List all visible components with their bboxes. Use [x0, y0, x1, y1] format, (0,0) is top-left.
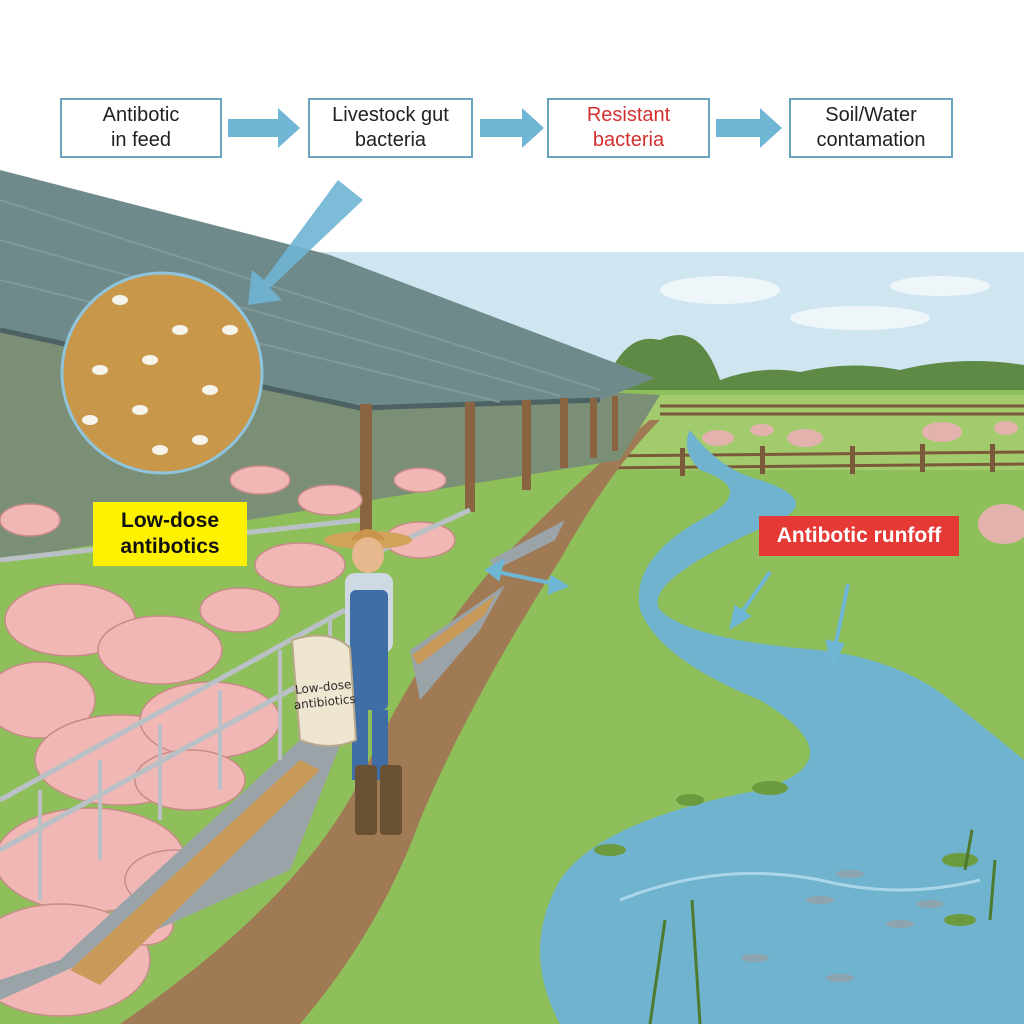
cloud — [660, 276, 780, 304]
antibiotic-runoff-label: Antibotic runfoff — [759, 516, 959, 556]
flow-step-soil-water-contamination: Soil/Water contamation — [789, 98, 953, 158]
runoff-arrows — [484, 557, 850, 668]
fish — [741, 870, 944, 982]
lily-pads — [594, 781, 978, 926]
flow-step-antibiotic-in-feed: Antibotic in feed — [60, 98, 222, 158]
reeds — [648, 829, 997, 1024]
barn-posts — [360, 396, 618, 554]
trough-side-feed — [412, 595, 495, 665]
magnifier-arrow — [248, 180, 363, 305]
feed-magnifier — [60, 271, 264, 475]
stream — [540, 430, 1024, 1024]
field-pigs — [702, 421, 1024, 544]
water-highlight — [619, 871, 981, 902]
dirt-path — [120, 420, 660, 1024]
flow-arrows — [228, 108, 782, 148]
flow-step-livestock-gut-bacteria: Livestock gut bacteria — [308, 98, 473, 158]
cloud — [890, 276, 990, 296]
tree-line — [600, 335, 1024, 400]
cloud — [790, 306, 930, 330]
fence-far — [599, 404, 1024, 470]
trough-far — [490, 520, 565, 570]
flow-arrow — [716, 108, 782, 148]
flow-arrow — [480, 108, 544, 148]
low-dose-antibiotics-label: Low-dose antibotics — [93, 502, 247, 566]
farmer — [324, 529, 412, 835]
fence-posts — [680, 444, 995, 476]
trough-feed — [70, 760, 320, 985]
flow-step-resistant-bacteria: Resistant bacteria — [547, 98, 710, 158]
feed-sack — [290, 634, 358, 747]
feed-pellets — [82, 295, 238, 455]
flow-arrow — [228, 108, 300, 148]
